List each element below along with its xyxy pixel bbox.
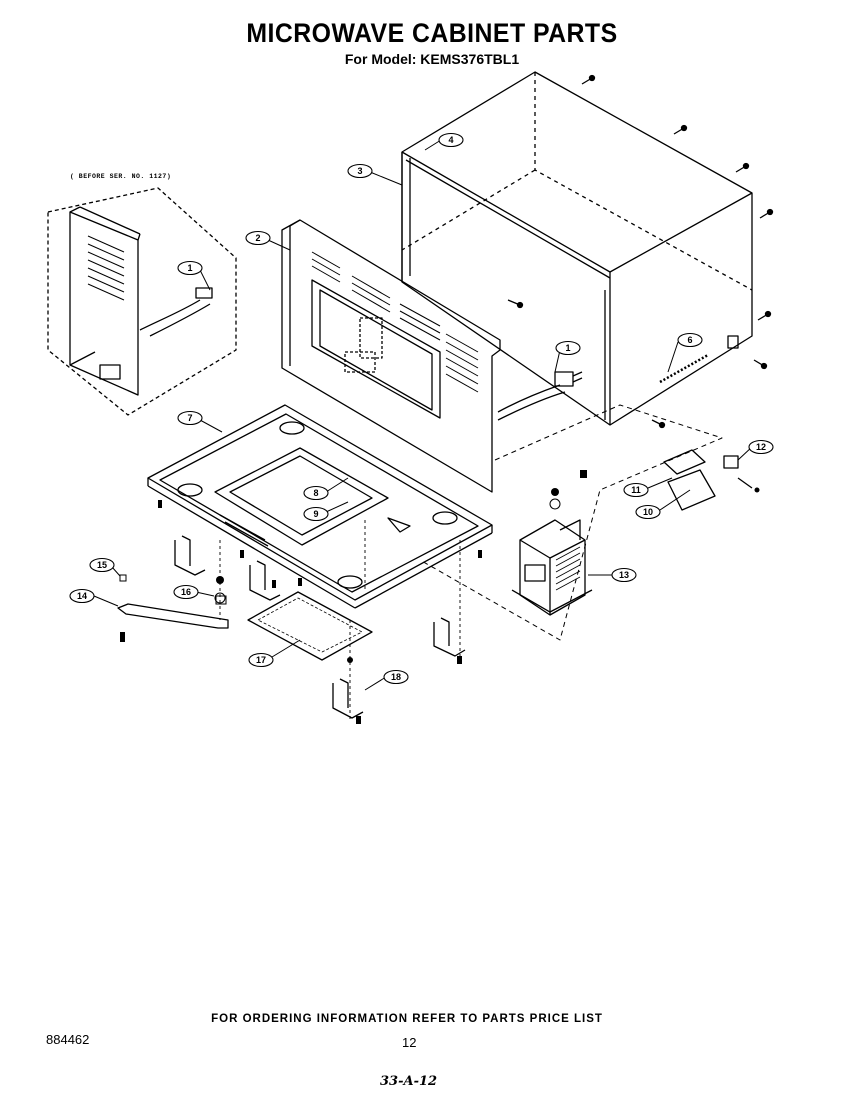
callout-4-label: 4 <box>448 135 453 145</box>
base-plate <box>147 404 493 609</box>
callout-14 <box>69 588 95 604</box>
power-cord <box>497 371 583 421</box>
inset-note: ( BEFORE SER. NO. 1127) <box>70 173 172 180</box>
callout-12-label: 12 <box>756 442 766 452</box>
handwritten-note: 33-A-12 <box>380 1074 438 1089</box>
callout-3 <box>347 163 373 179</box>
page-title: MICROWAVE CABINET PARTS <box>246 18 618 48</box>
callout-11 <box>623 482 649 498</box>
model-subtitle: For Model: KEMS376TBL1 <box>344 51 520 67</box>
callout-10 <box>635 504 661 520</box>
callout-4 <box>438 132 464 148</box>
callout-17-label: 17 <box>256 655 266 665</box>
callout-10-label: 10 <box>643 507 653 517</box>
callout-6-label: 6 <box>687 335 692 345</box>
callout-1-inset <box>177 260 203 276</box>
assembly-guide-lines <box>419 404 723 641</box>
fasteners <box>119 470 760 724</box>
bottom-plate <box>247 591 373 661</box>
callout-15-label: 15 <box>97 560 107 570</box>
document-number: 884462 <box>46 1032 90 1047</box>
page-number: 12 <box>402 1035 417 1050</box>
support-brackets <box>174 535 466 719</box>
callout-16-label: 16 <box>181 587 191 597</box>
callout-13 <box>611 567 637 583</box>
cabinet-screws <box>507 74 774 429</box>
callout-2 <box>245 230 271 246</box>
callout-18 <box>383 669 409 685</box>
screw-guides <box>219 520 461 720</box>
callout-15 <box>89 557 115 573</box>
transformer <box>511 519 593 616</box>
callout-8-label: 8 <box>313 488 318 498</box>
callout-9 <box>303 506 329 522</box>
callout-17 <box>248 652 274 668</box>
foot-strip <box>117 603 229 629</box>
callout-14-label: 14 <box>77 591 87 601</box>
callout-9-label: 9 <box>313 509 318 519</box>
callout-16 <box>173 584 199 600</box>
callout-7 <box>177 410 203 426</box>
ordering-note: FOR ORDERING INFORMATION REFER TO PARTS … <box>211 1013 603 1025</box>
callout-12 <box>748 439 774 455</box>
inset-back-panel <box>47 187 237 416</box>
callout-1-main <box>555 340 581 356</box>
callout-1-main-label: 1 <box>565 343 570 353</box>
callout-7-label: 7 <box>187 413 192 423</box>
callout-11-label: 11 <box>631 485 641 495</box>
outer-cabinet <box>401 71 753 426</box>
switch-assembly <box>663 449 753 511</box>
back-panel <box>281 219 501 493</box>
callout-6 <box>677 332 703 348</box>
callout-13-label: 13 <box>619 570 629 580</box>
callouts <box>69 132 774 685</box>
callout-2-label: 2 <box>255 233 260 243</box>
leader-lines <box>93 139 754 691</box>
callout-3-label: 3 <box>357 166 362 176</box>
callout-1-inset-label: 1 <box>187 263 192 273</box>
callout-8 <box>303 485 329 501</box>
callout-18-label: 18 <box>391 672 401 682</box>
